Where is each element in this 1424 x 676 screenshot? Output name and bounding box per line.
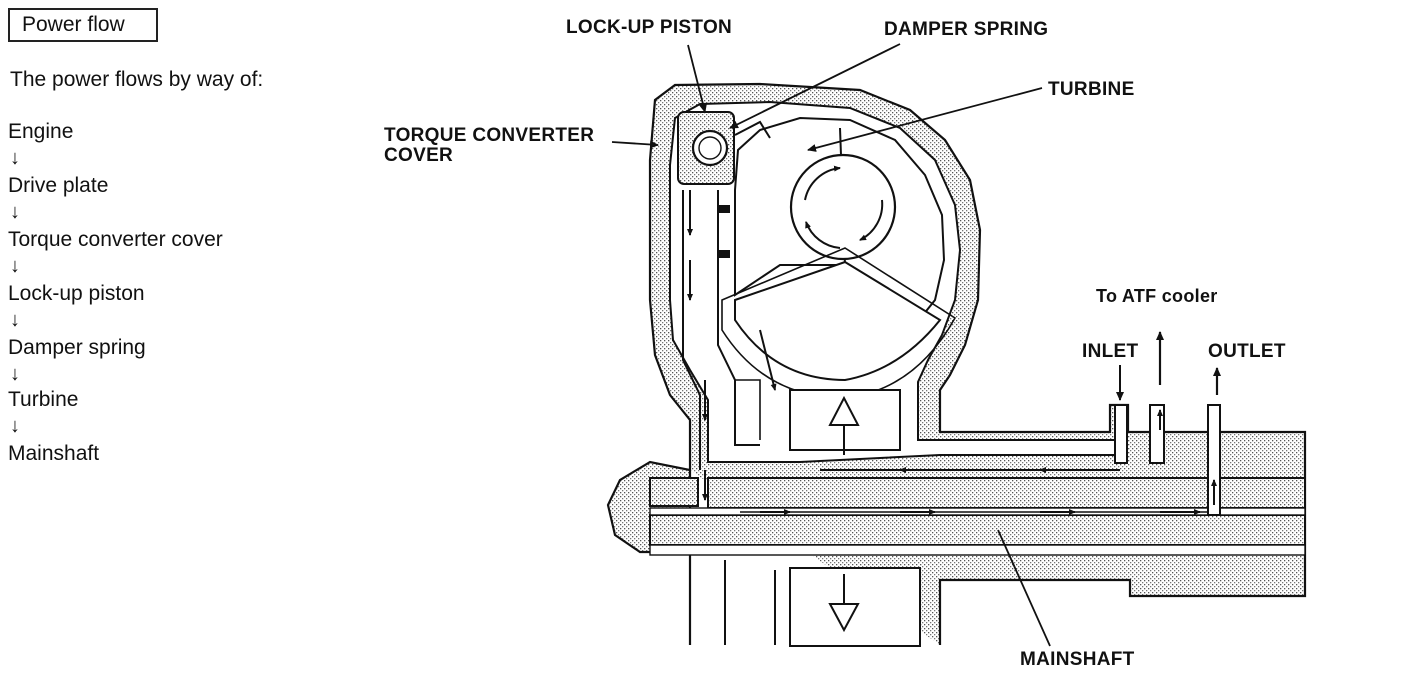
flow-step-torque-converter-cover: Torque converter cover	[8, 228, 223, 251]
intro-text: The power flows by way of:	[10, 68, 264, 91]
label-inlet: INLET	[1082, 341, 1139, 362]
flow-step-lockup-piston: Lock-up piston	[8, 282, 145, 305]
flow-step-turbine: Turbine	[8, 388, 79, 411]
power-flow-title: Power flow	[8, 8, 158, 42]
outer-shaft	[707, 477, 1306, 509]
outlet-pipe	[1207, 404, 1221, 516]
down-arrow-icon: ↓	[10, 201, 20, 223]
flow-step-damper-spring: Damper spring	[8, 336, 146, 359]
label-damper-spring: DAMPER SPRING	[884, 19, 1049, 40]
down-arrow-icon: ↓	[10, 363, 20, 385]
label-mainshaft: MAINSHAFT	[1020, 649, 1135, 670]
inlet-pipe	[1114, 404, 1128, 464]
label-outlet: OUTLET	[1208, 341, 1286, 362]
mainshaft-body	[649, 514, 1306, 546]
down-arrow-icon: ↓	[10, 255, 20, 277]
flow-step-mainshaft: Mainshaft	[8, 442, 100, 465]
down-arrow-icon: ↓	[10, 415, 20, 437]
impeller-sector	[734, 260, 942, 382]
flow-step-drive-plate: Drive plate	[8, 174, 109, 197]
label-to-atf-cooler: To ATF cooler	[1096, 286, 1218, 306]
down-arrow-icon: ↓	[10, 147, 20, 169]
stator-ring	[789, 153, 897, 261]
damper-spring-coil	[691, 129, 729, 167]
label-tc-cover-line1: TORQUE CONVERTER	[384, 125, 595, 146]
label-turbine: TURBINE	[1048, 79, 1135, 100]
label-torque-converter-cover: TORQUE CONVERTER COVER	[384, 126, 594, 166]
flow-step-engine: Engine	[8, 120, 74, 143]
down-arrow-icon: ↓	[10, 309, 20, 331]
return-pipe	[1149, 404, 1165, 464]
label-lockup-piston: LOCK-UP PISTON	[566, 17, 733, 38]
label-tc-cover-line2: COVER	[384, 145, 454, 166]
